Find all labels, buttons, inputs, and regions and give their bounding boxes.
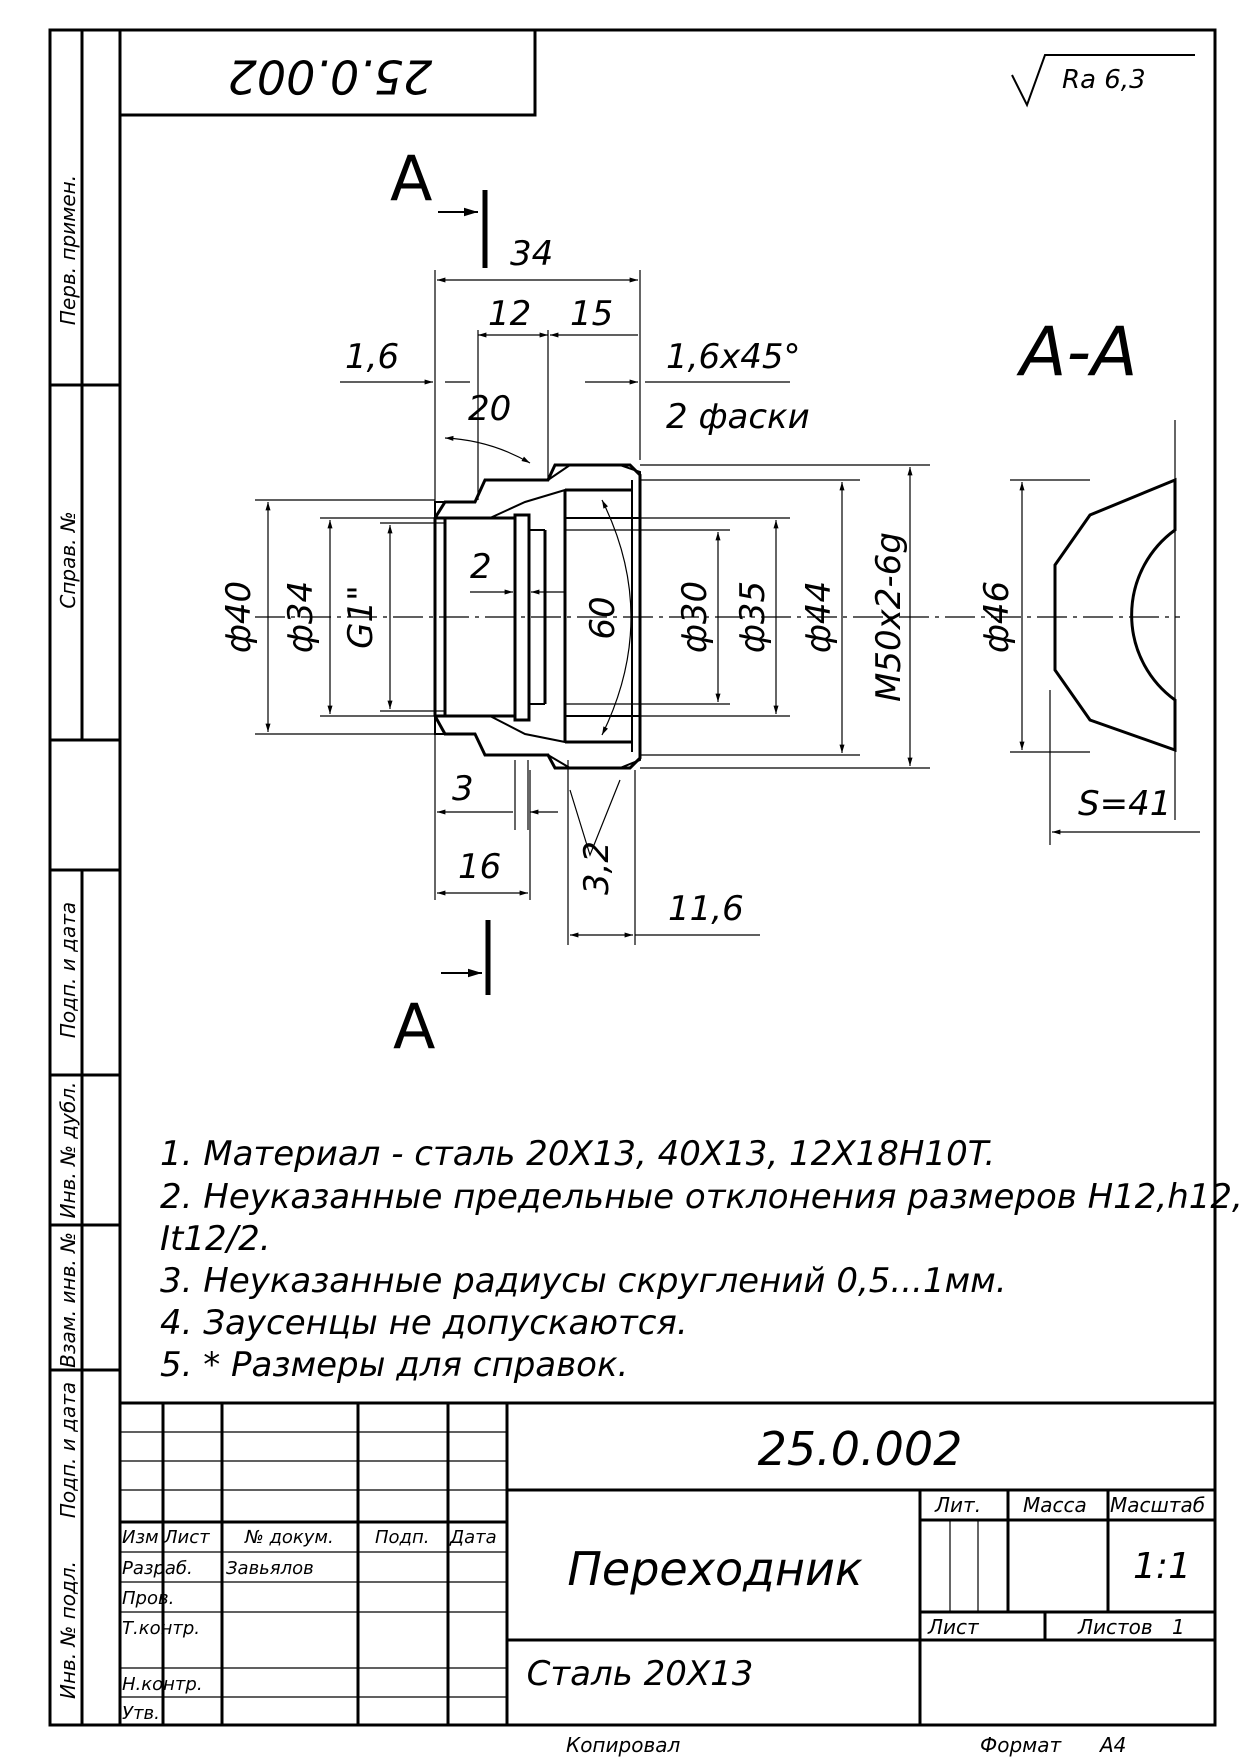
tb-sheets-count: 1 — [1172, 1615, 1185, 1639]
side-label-sprav: Справ. № — [56, 511, 80, 608]
section-letter-top: A — [390, 142, 432, 215]
footer: Копировал Формат A4 — [566, 1733, 1126, 1757]
dim-s41: S=41 — [1078, 784, 1171, 824]
note-2: 2. Неуказанные предельные отклонения раз… — [160, 1177, 1243, 1217]
note-5: 5. * Размеры для справок. — [160, 1345, 628, 1385]
tb-col-doc: № докум. — [244, 1527, 334, 1548]
dimension-texts: 34 12 15 1,6 1,6x45° 2 фаски 20 2 60 ф40… — [219, 234, 1171, 929]
title-block: Изм Лист № докум. Подп. Дата Разраб. Зав… — [120, 1401, 1215, 1725]
tb-row-prov: Пров. — [122, 1588, 174, 1609]
tb-col-list: Лист — [163, 1527, 210, 1548]
note-4: 4. Заусенцы не допускаются. — [160, 1303, 688, 1343]
dim-angle-60: 60 — [583, 596, 623, 639]
dim-15: 15 — [570, 294, 613, 334]
dim-12: 12 — [488, 294, 531, 334]
tb-col-izm: Изм — [122, 1527, 159, 1548]
part-main-view — [433, 463, 642, 770]
dim-phi34: ф34 — [281, 581, 321, 653]
side-label-podp1: Подп. и дата — [56, 902, 80, 1038]
tb-razrab-name: Завьялов — [226, 1558, 314, 1579]
dim-34: 34 — [510, 234, 553, 274]
side-label-inv: Инв. № подл. — [56, 1561, 80, 1699]
section-view-title: A-A — [1016, 313, 1138, 392]
footer-format: Формат — [980, 1733, 1062, 1757]
dim-16: 16 — [458, 847, 501, 887]
side-label-podp2: Подп. и дата — [56, 1382, 80, 1518]
tb-row-tkontr: Т.контр. — [122, 1618, 200, 1639]
note-3: 3. Неуказанные радиусы скруглений 0,5...… — [160, 1261, 1007, 1301]
dimension-lines — [255, 270, 930, 945]
section-mark-top: A — [390, 142, 488, 268]
footer-format-value: A4 — [1098, 1733, 1126, 1757]
tb-row-nkontr: Н.контр. — [122, 1674, 203, 1695]
tb-sheets: Листов — [1077, 1615, 1153, 1639]
dim-chamfer-count: 2 фаски — [666, 397, 810, 437]
dim-phi35: ф35 — [733, 581, 773, 653]
dim-angle-20: 20 — [468, 389, 511, 429]
side-strip: Перв. примен. Справ. № Подп. и дата Инв.… — [50, 30, 120, 1725]
tb-row-utv: Утв. — [122, 1703, 160, 1724]
dim-phi40: ф40 — [219, 581, 259, 653]
dim-m50: M50x2-6g — [869, 532, 909, 702]
tb-col-date: Дата — [449, 1527, 497, 1548]
tb-sheet: Лист — [927, 1615, 980, 1639]
tb-row-razrab: Разраб. — [122, 1558, 193, 1579]
tb-lit: Лит. — [934, 1493, 981, 1517]
roughness-text: Ra 6,3 — [1062, 65, 1146, 95]
technical-notes: 1. Материал - сталь 20X13, 40X13, 12X18H… — [160, 1134, 1243, 1385]
dim-11-6: 11,6 — [668, 889, 744, 929]
outer-frame — [48, 28, 1217, 1727]
tb-doc-number: 25.0.002 — [758, 1422, 963, 1476]
note-2-cont: It12/2. — [160, 1219, 271, 1259]
side-label-perv: Перв. примен. — [56, 175, 80, 325]
dim-2: 2 — [470, 547, 492, 587]
footer-copied: Копировал — [566, 1733, 680, 1757]
top-stamp: 25.0.002 — [118, 28, 537, 117]
side-label-dubl: Инв. № дубл. — [56, 1082, 80, 1219]
tb-col-podp: Подп. — [375, 1527, 429, 1548]
dim-3: 3 — [452, 769, 474, 809]
dim-g1: G1" — [341, 585, 381, 649]
section-letter-bottom: A — [393, 990, 435, 1063]
dim-1-6: 1,6 — [345, 337, 399, 377]
section-mark-bottom: A — [393, 920, 491, 1063]
dim-phi46: ф46 — [977, 581, 1017, 653]
side-label-vzam: Взам. инв. № — [56, 1232, 80, 1368]
tb-scale: 1:1 — [1133, 1546, 1191, 1587]
note-1: 1. Материал - сталь 20X13, 40X13, 12X18H… — [160, 1134, 995, 1174]
dim-phi30: ф30 — [675, 581, 715, 653]
tb-massa: Масса — [1023, 1493, 1087, 1517]
dim-chamfer: 1,6x45° — [666, 337, 800, 377]
roughness-mark: Ra 6,3 — [1011, 54, 1195, 108]
dim-phi44: ф44 — [799, 581, 839, 653]
dim-3-2: 3,2 — [577, 841, 617, 895]
tb-name: Переходник — [567, 1542, 863, 1596]
tb-masshtab: Масштаб — [1110, 1493, 1205, 1517]
top-stamp-text: 25.0.002 — [228, 50, 433, 104]
tb-material: Сталь 20X13 — [527, 1654, 754, 1694]
part-section-view — [1010, 420, 1200, 845]
